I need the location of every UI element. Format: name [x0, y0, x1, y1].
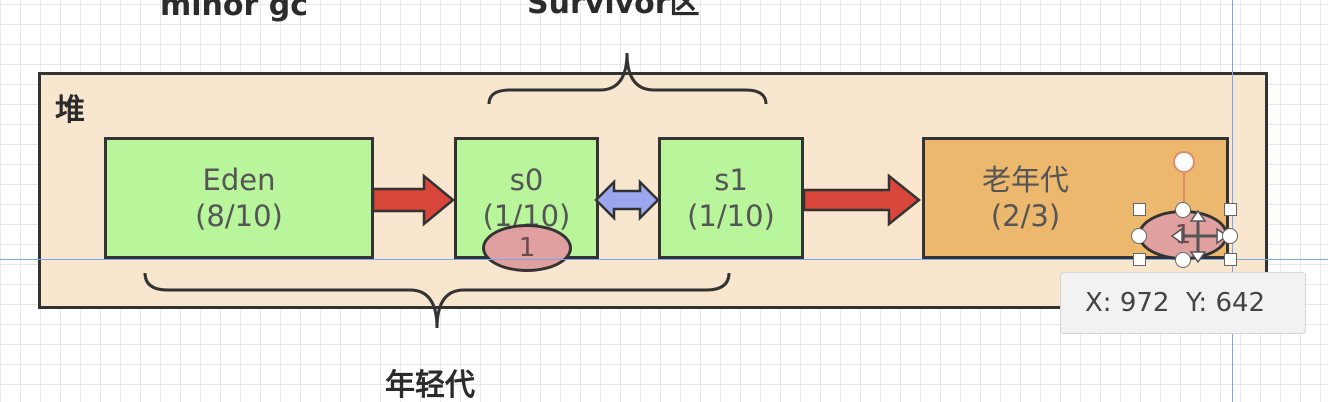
vertical-guide-line [1232, 0, 1233, 402]
s1-name: s1 [714, 163, 748, 197]
old-generation-ratio: (2/3) [990, 199, 1061, 233]
eden-to-s0-arrow [371, 173, 455, 227]
s0-object[interactable]: 1 [482, 224, 572, 272]
resize-handle-top-right[interactable] [1224, 203, 1237, 216]
resize-handle-top[interactable] [1175, 202, 1191, 218]
eden-name: Eden [202, 163, 276, 197]
resize-handle-right[interactable] [1222, 228, 1238, 244]
resize-handle-bottom[interactable] [1175, 252, 1191, 268]
resize-handle-top-left[interactable] [1133, 203, 1146, 216]
rotate-handle[interactable] [1173, 151, 1195, 173]
move-cursor-up-icon [1189, 209, 1207, 222]
s1-to-old-arrow [802, 173, 922, 227]
young-generation-label: 年轻代 [385, 368, 475, 402]
resize-handle-bottom-right[interactable] [1224, 253, 1237, 266]
minor-gc-label: minor gc [160, 0, 309, 23]
young-generation-brace [143, 272, 731, 329]
resize-handle-left[interactable] [1131, 228, 1147, 244]
move-cursor-down-icon [1189, 251, 1207, 264]
s0-name: s0 [509, 163, 544, 197]
old-generation-name: 老年代 [981, 163, 1069, 197]
coordinate-tooltip: X: 972 Y: 642 [1060, 272, 1306, 334]
heap-label: 堆 [55, 93, 85, 128]
s1-region[interactable]: s1 (1/10) [658, 137, 804, 259]
survivor-brace [487, 52, 768, 105]
horizontal-guide-line [0, 259, 1328, 260]
eden-ratio: (8/10) [195, 199, 283, 233]
move-cursor-left-icon [1170, 227, 1183, 245]
s1-ratio: (1/10) [687, 199, 775, 233]
s0-s1-swap-arrow [594, 178, 660, 222]
eden-region[interactable]: Eden (8/10) [104, 137, 374, 259]
survivor-area-label: Survivor区 [527, 0, 700, 21]
resize-handle-bottom-left[interactable] [1133, 253, 1146, 266]
